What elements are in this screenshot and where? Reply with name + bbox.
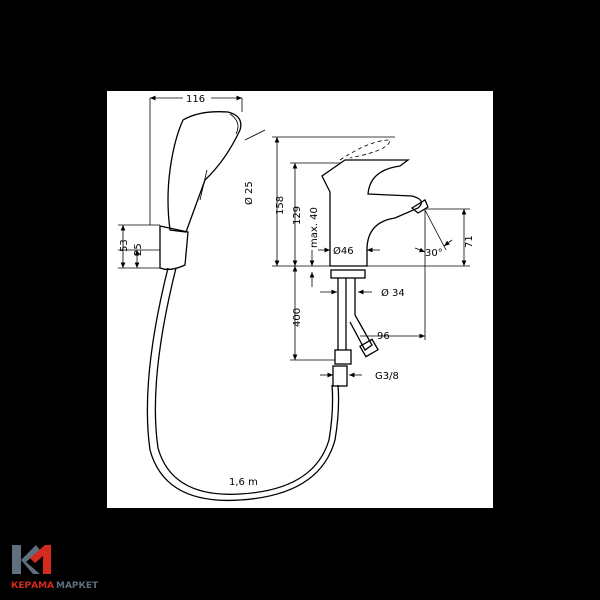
dim-96: 96 xyxy=(377,331,390,342)
dim-max-40: max. 40 xyxy=(309,207,320,248)
dim-129: 129 xyxy=(292,206,303,225)
dim-thread-g38: G3/8 xyxy=(375,371,399,382)
logo-word-kerama: КЕРАМА xyxy=(11,581,54,591)
dim-400: 400 xyxy=(292,308,303,327)
dim-53: 53 xyxy=(119,239,130,252)
dim-angle-30: 30° xyxy=(425,248,443,259)
dim-158: 158 xyxy=(275,196,286,215)
faucet xyxy=(321,139,429,387)
kerama-marketplace-logo: КЕРАМА МАРКЕТ xyxy=(11,545,99,591)
hand-shower xyxy=(146,111,340,502)
dim-71: 71 xyxy=(464,235,475,248)
dim-116: 116 xyxy=(186,94,205,105)
dim-25: 25 xyxy=(133,243,144,256)
logo-word-market: МАРКЕТ xyxy=(56,581,99,591)
dim-diameter-46: Ø46 xyxy=(333,245,354,257)
drawing-sheet xyxy=(107,91,493,508)
dim-diameter-25: Ø 25 xyxy=(243,181,255,205)
dim-diameter-34: Ø 34 xyxy=(381,287,405,299)
shower-holder xyxy=(159,225,189,271)
dim-hose-length: 1,6 m xyxy=(229,477,258,488)
